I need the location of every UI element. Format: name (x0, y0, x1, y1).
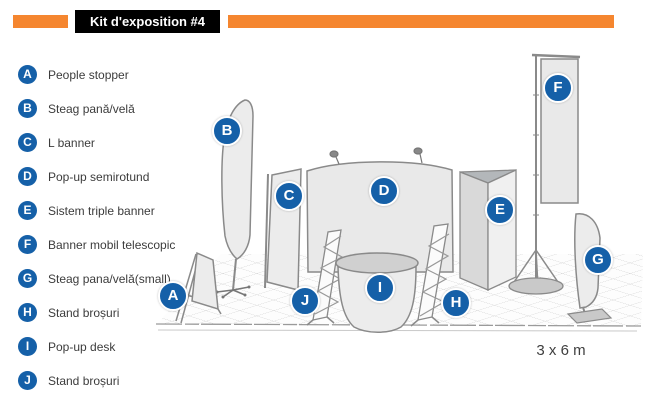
legend-item-c: C L banner (18, 133, 175, 152)
scene: A B C D E F G H I J 3 x 6 m (155, 40, 647, 370)
page-title: Kit d'exposition #4 (75, 10, 220, 33)
triple-banner-illustration (459, 168, 517, 292)
header-orange-bar-right (228, 15, 614, 28)
legend-label-a: People stopper (48, 67, 129, 82)
scene-marker-g: G (583, 245, 613, 275)
legend: A People stopper B Steag pană/velă C L b… (18, 65, 175, 405)
scene-marker-d: D (369, 176, 399, 206)
legend-badge-a: A (18, 65, 37, 84)
legend-badge-d: D (18, 167, 37, 186)
dimension-label: 3 x 6 m (536, 342, 586, 359)
scene-illustration-svg (155, 53, 643, 333)
legend-label-e: Sistem triple banner (48, 203, 155, 218)
small-flag-illustration (566, 213, 613, 324)
popup-wall-illustration (306, 147, 454, 273)
spotlight-icon (329, 147, 423, 165)
legend-label-i: Pop-up desk (48, 339, 116, 354)
legend-badge-f: F (18, 235, 37, 254)
brochure-stand-j-illustration (306, 229, 344, 326)
legend-badge-b: B (18, 99, 37, 118)
legend-item-e: E Sistem triple banner (18, 201, 175, 220)
legend-item-j: J Stand broșuri (18, 371, 175, 390)
legend-badge-e: E (18, 201, 37, 220)
legend-badge-h: H (18, 303, 37, 322)
legend-label-b: Steag pană/velă (48, 101, 135, 116)
scene-marker-i: I (365, 273, 395, 303)
scene-marker-e: E (485, 195, 515, 225)
legend-label-d: Pop-up semirotund (48, 169, 150, 184)
scene-marker-j: J (290, 286, 320, 316)
legend-label-h: Stand broșuri (48, 305, 120, 320)
people-stopper-illustration (175, 251, 222, 324)
legend-badge-g: G (18, 269, 37, 288)
legend-label-c: L banner (48, 135, 95, 150)
legend-badge-i: I (18, 337, 37, 356)
header-orange-bar-left (13, 15, 68, 28)
legend-label-j: Stand broșuri (48, 373, 120, 388)
scene-marker-h: H (441, 288, 471, 318)
legend-badge-j: J (18, 371, 37, 390)
legend-badge-c: C (18, 133, 37, 152)
legend-item-g: G Steag pana/velă(small) (18, 269, 175, 288)
legend-item-a: A People stopper (18, 65, 175, 84)
legend-item-b: B Steag pană/velă (18, 99, 175, 118)
brochure-stand-h-illustration (410, 223, 450, 327)
legend-item-f: F Banner mobil telescopic (18, 235, 175, 254)
legend-label-g: Steag pana/velă(small) (48, 271, 171, 286)
legend-item-i: I Pop-up desk (18, 337, 175, 356)
legend-item-d: D Pop-up semirotund (18, 167, 175, 186)
scene-marker-a: A (158, 281, 188, 311)
scene-marker-b: B (212, 116, 242, 146)
scene-marker-f: F (543, 73, 573, 103)
legend-item-h: H Stand broșuri (18, 303, 175, 322)
legend-label-f: Banner mobil telescopic (48, 237, 176, 252)
scene-marker-c: C (274, 181, 304, 211)
